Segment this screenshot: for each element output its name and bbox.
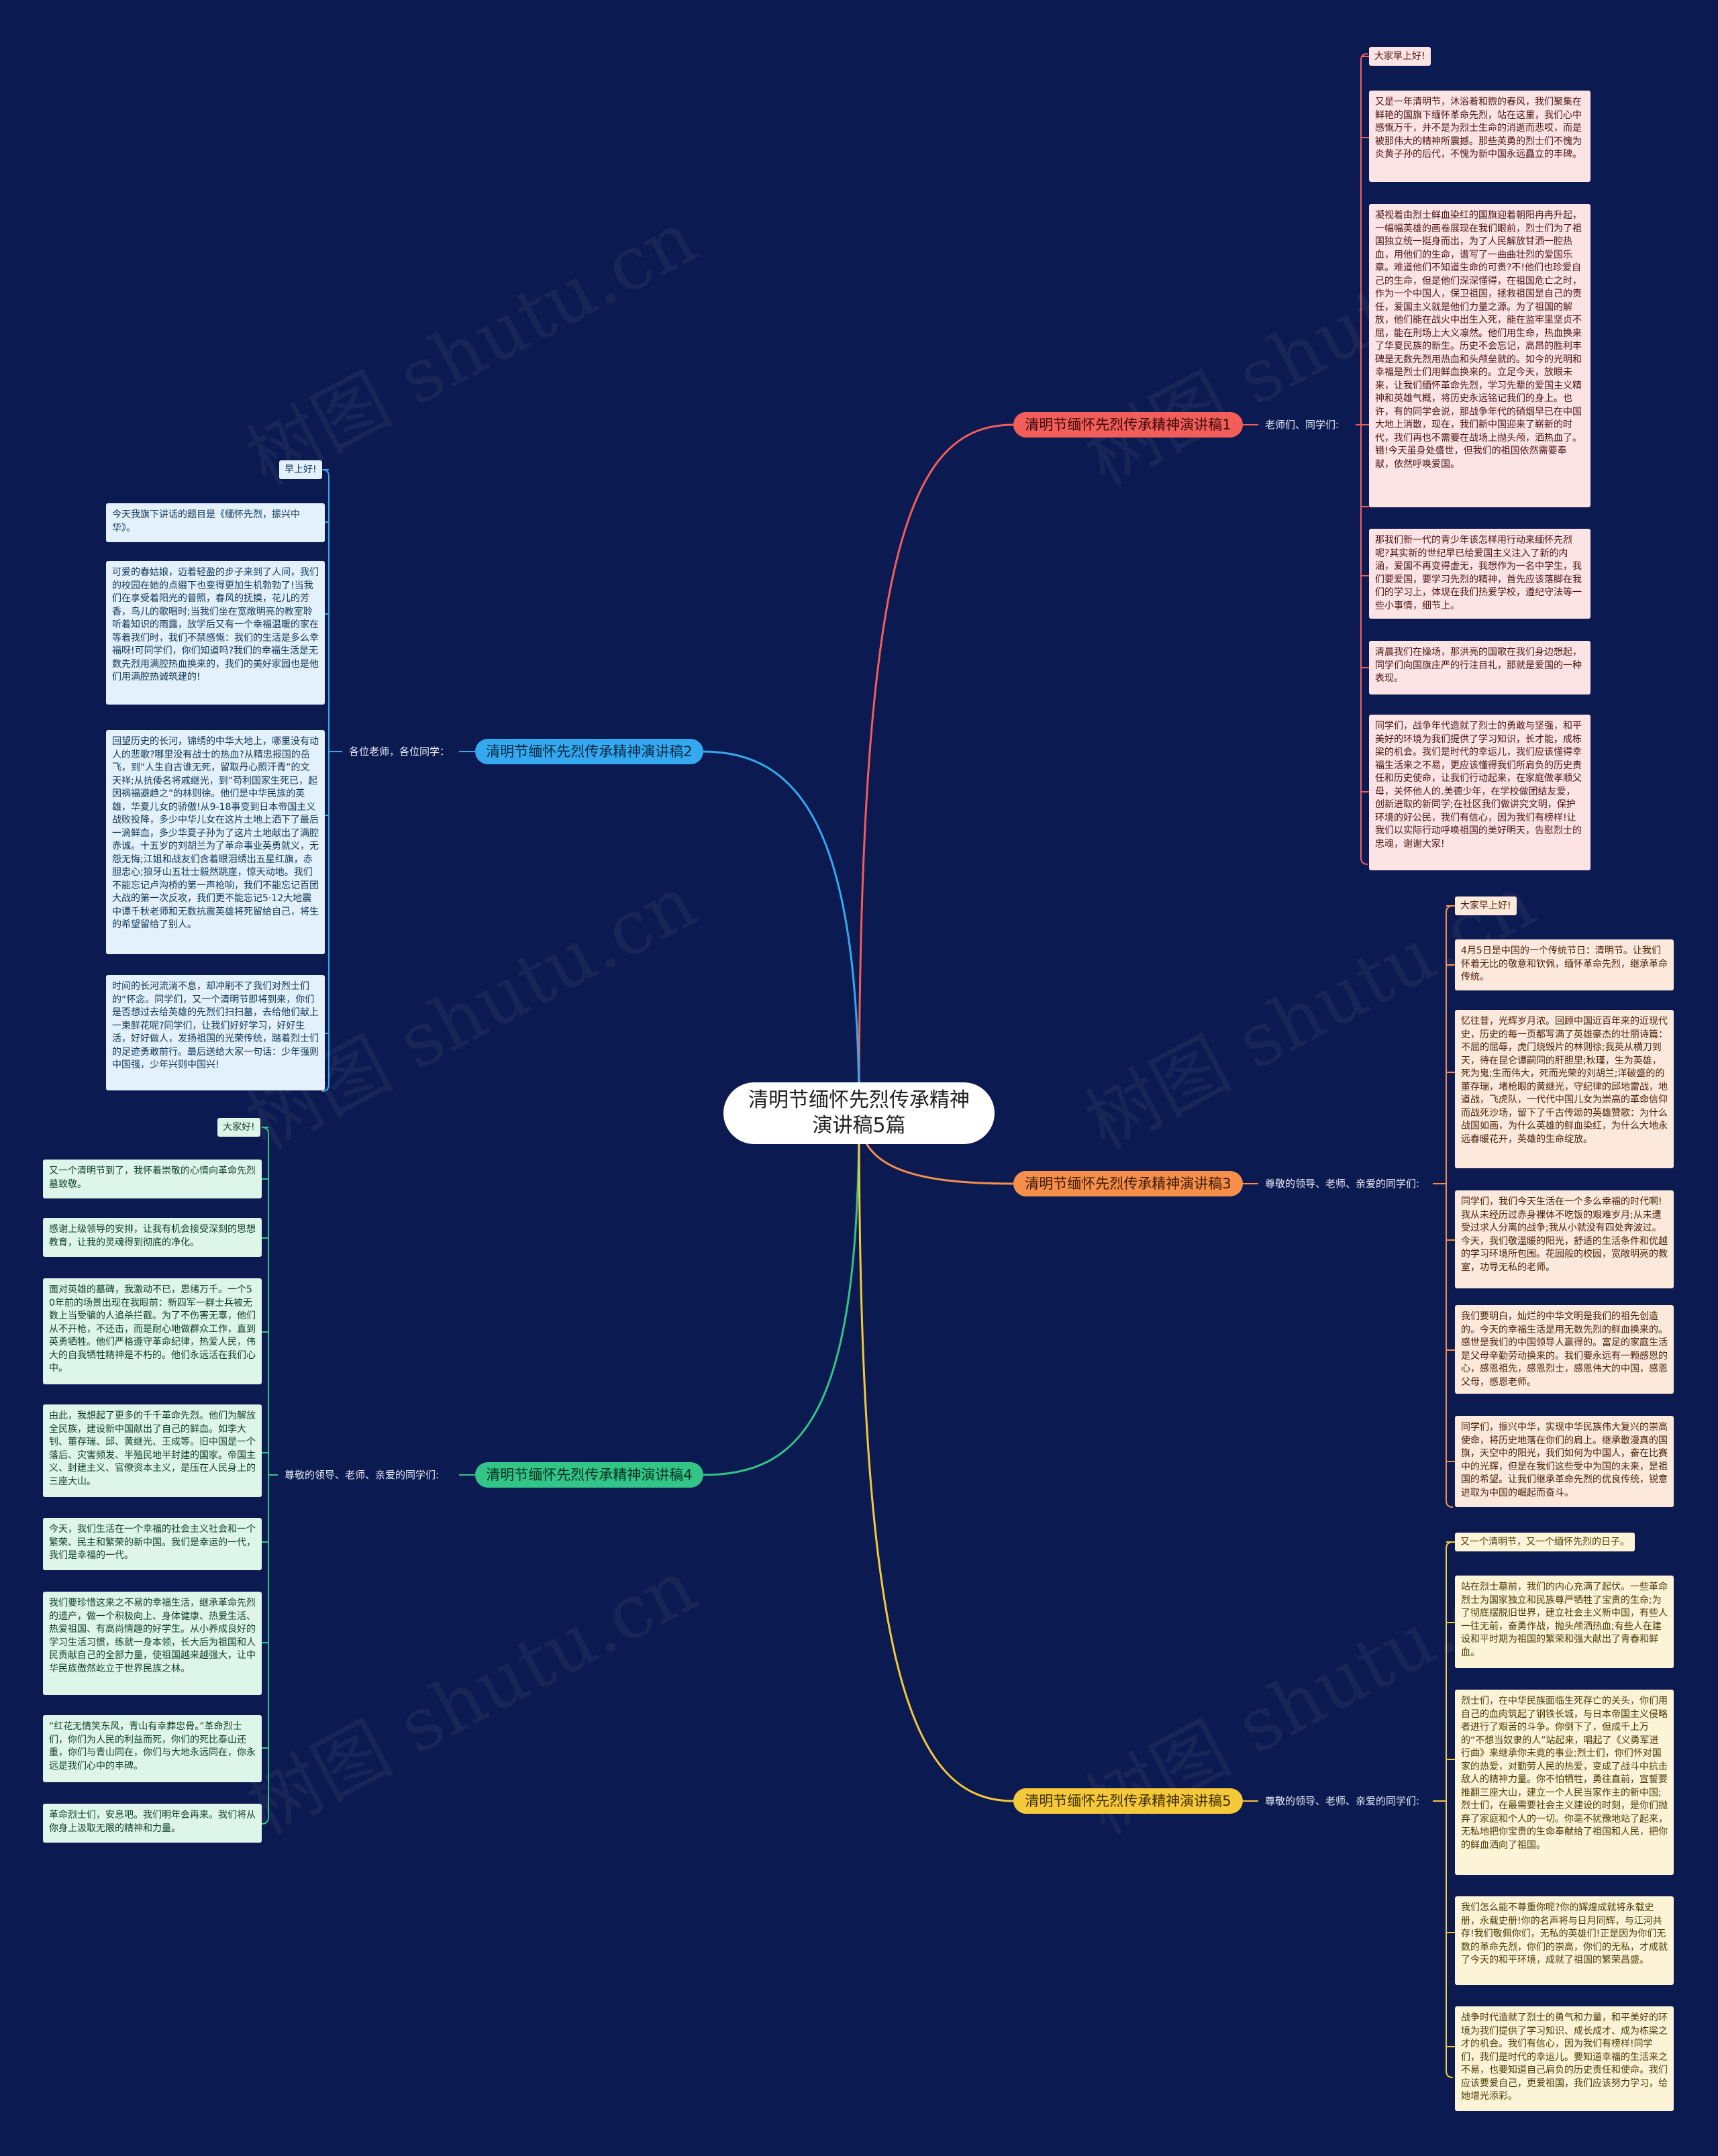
links-branch-2 [321,469,475,1092]
branch-1-item[interactable]: 大家早上好! [1369,47,1431,66]
branch-3-item[interactable]: 4月5日是中国的一个传统节日：清明节。让我们怀着无比的敬意和钦佩，缅怀革命先烈，… [1455,939,1674,990]
branch-2-item[interactable]: 时间的长河流淌不息，却冲刷不了我们对烈士们的“怀念。同学们，又一个清明节即将到来… [106,975,325,1090]
branch-1-item[interactable]: 又是一年清明节，沐浴着和煦的春风，我们聚集在鲜艳的国旗下缅怀革命先烈，站在这里，… [1369,91,1590,182]
branch-3-item[interactable]: 我们要明白，灿烂的中华文明是我们的祖先创造的。今天的幸福生活是用无数先烈的鲜血换… [1455,1305,1674,1394]
branch-4-greeting[interactable]: 尊敬的领导、老师、亲爱的同学们: [285,1469,440,1481]
branch-1-greeting[interactable]: 老师们、同学们: [1265,419,1340,431]
branch-2-greeting[interactable]: 各位老师，各位同学： [349,746,450,758]
branch-4-item[interactable]: 今天，我们生活在一个幸福的社会主义社会和一个繁荣、民主和繁荣的新中国。我们是幸运… [43,1518,262,1570]
branch-4-node[interactable]: 清明节缅怀先烈传承精神演讲稿4 [475,1462,703,1488]
branch-5-item[interactable]: 又一个清明节，又一个缅怀先烈的日子。 [1455,1533,1635,1551]
branch-3-item[interactable]: 忆往昔，光辉岁月浓。回顾中国近百年来的近现代史，历史的每一页都写满了英雄豪杰的壮… [1455,1010,1674,1168]
branch-5-item[interactable]: 烈士们，在中华民族面临生死存亡的关头，你们用自己的血肉筑起了钢铁长城，与日本帝国… [1455,1690,1674,1875]
branch-4-item[interactable]: 面对英雄的墓碑，我激动不已，思绪万千。一个50年前的场景出现在我眼前：新四军一群… [43,1278,262,1384]
branch-4-item[interactable]: 我们要珍惜这来之不易的幸福生活，继承革命先烈的遗产，做一个积极向上、身体健康、热… [43,1592,262,1695]
branch-4-item[interactable]: 又一个清明节到了，我怀着崇敬的心情向革命先烈墓致敬。 [43,1160,262,1198]
branch-4-item[interactable]: “红花无情笑东风，青山有幸葬忠骨。”革命烈士们，你们为人民的利益而死，你们的死比… [43,1715,262,1782]
root-link-4 [703,1113,860,1476]
branch-2-item[interactable]: 回望历史的长河，锦绣的中华大地上，哪里没有动人的悲歌?哪里没有战士的热血?从精忠… [106,730,325,954]
branch-5-node[interactable]: 清明节缅怀先烈传承精神演讲稿5 [1013,1788,1243,1814]
branch-4-item[interactable]: 大家好! [217,1118,260,1137]
branch-4-item[interactable]: 由此，我想起了更多的千千革命先烈。他们为解放全民族，建设新中国献出了自己的鲜血。… [43,1404,262,1497]
links-branch-3 [1243,905,1455,1508]
branch-5-item[interactable]: 战争时代造就了烈士的勇气和力量，和平美好的环境为我们提供了学习知识、成长成才、成… [1455,2006,1674,2111]
branch-1-item[interactable]: 清晨我们在操场，那洪亮的国歌在我们身边想起，同学们向国旗庄严的行注目礼，那就是爱… [1369,641,1590,695]
branch-4-item[interactable]: 革命烈士们，安息吧。我们明年会再来。我们将从你身上汲取无限的精神和力量。 [43,1804,262,1843]
branch-5-item[interactable]: 站在烈士墓前，我们的内心充满了起伏。一些革命烈士为国家独立和民族尊严牺牲了宝贵的… [1455,1576,1674,1668]
branch-2-node[interactable]: 清明节缅怀先烈传承精神演讲稿2 [475,739,703,764]
branch-3-item[interactable]: 大家早上好! [1455,896,1517,915]
root-node[interactable]: 清明节缅怀先烈传承精神演讲稿5篇 [723,1082,995,1144]
branch-3-node[interactable]: 清明节缅怀先烈传承精神演讲稿3 [1013,1171,1243,1196]
branch-5-item[interactable]: 我们怎么能不尊重你呢?你的辉煌成就将永载史册，永载史册!你的名声将与日月同辉，与… [1455,1896,1674,1985]
root-link-5 [858,1113,1014,1802]
branch-1-item[interactable]: 凝视着由烈士鲜血染红的国旗迎着朝阳冉冉升起，一幅幅英雄的画卷展现在我们眼前，烈士… [1369,204,1590,507]
branch-5-greeting[interactable]: 尊敬的领导、老师、亲爱的同学们: [1265,1795,1420,1807]
links-branch-5 [1243,1541,1455,2078]
branch-2-item[interactable]: 早上好! [279,460,322,479]
branch-3-item[interactable]: 同学们，我们今天生活在一个多么幸福的时代啊!我从未经历过赤身裸体不吃饭的艰难岁月… [1455,1190,1674,1288]
branch-3-greeting[interactable]: 尊敬的领导、老师、亲爱的同学们: [1265,1178,1420,1190]
links-branch-1 [1243,53,1369,865]
branch-3-item[interactable]: 同学们，振兴中华，实现中华民族伟大复兴的崇高使命，将历史地落在你们的肩上。继承散… [1455,1416,1674,1507]
branch-2-item[interactable]: 可爱的春姑娘，迈着轻盈的步子来到了人间，我们的校园在她的点缀下也变得更加生机勃勃… [106,561,325,705]
root-link-2 [703,750,860,1115]
branch-1-item[interactable]: 那我们新一代的青少年该怎样用行动来缅怀先烈呢?其实新的世纪早已给爱国主义注入了新… [1369,529,1590,619]
links-branch-4 [261,1127,475,1825]
branch-4-item[interactable]: 感谢上级领导的安排，让我有机会接受深刻的思想教育，让我的灵魂得到彻底的净化。 [43,1218,262,1257]
branch-2-item[interactable]: 今天我旗下讲话的题目是《缅怀先烈，振兴中华》。 [106,503,325,542]
root-link-1 [858,423,1014,1115]
branch-1-item[interactable]: 同学们，战争年代造就了烈士的勇敢与坚强，和平美好的环境为我们提供了学习知识，长才… [1369,715,1590,870]
branch-1-node[interactable]: 清明节缅怀先烈传承精神演讲稿1 [1013,412,1243,438]
